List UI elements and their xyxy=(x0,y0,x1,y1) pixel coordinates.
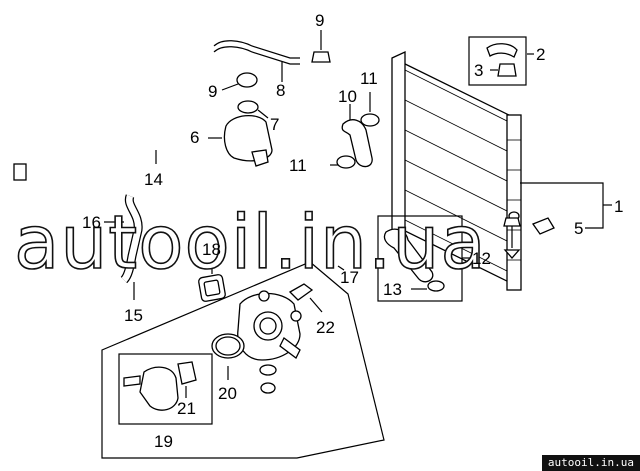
thermostat-kit-box xyxy=(118,353,213,425)
callout-8: 8 xyxy=(276,81,285,100)
callout-6: 6 xyxy=(190,128,199,147)
callout-14: 14 xyxy=(144,170,163,189)
upper-radiator-hose xyxy=(330,92,380,169)
site-footer-badge: autooil.in.ua xyxy=(541,455,640,471)
callout-2: 2 xyxy=(536,45,545,64)
callout-1: 1 xyxy=(614,197,623,216)
callout-10: 10 xyxy=(338,87,357,106)
callout-9-left: 9 xyxy=(208,82,217,101)
small-hose xyxy=(104,194,143,300)
callout-5: 5 xyxy=(574,219,583,238)
callout-15: 15 xyxy=(124,306,143,325)
callout-19: 19 xyxy=(154,432,173,451)
lower-hose-box xyxy=(377,215,470,302)
callout-21: 21 xyxy=(177,399,196,418)
cap-detail-box xyxy=(468,36,534,86)
callout-12: 12 xyxy=(472,249,491,268)
callout-11-top: 11 xyxy=(360,69,378,88)
callout-22: 22 xyxy=(316,318,335,337)
callout-20: 20 xyxy=(218,384,237,403)
callout-13: 13 xyxy=(383,280,402,299)
callout-17: 17 xyxy=(340,268,359,287)
callout-3: 3 xyxy=(474,61,483,80)
callout-16: 16 xyxy=(82,213,101,232)
callout-9-top: 9 xyxy=(315,11,324,30)
gasket xyxy=(198,262,226,302)
radiator xyxy=(391,50,522,291)
callout-7: 7 xyxy=(270,115,279,134)
thermostat-housing xyxy=(237,290,302,394)
heater-hose xyxy=(13,144,269,263)
thermostat-housing-group xyxy=(101,261,385,459)
callout-11-left: 11 xyxy=(289,156,307,175)
watermark-text: autooil.in.ua xyxy=(14,200,487,286)
callout-18: 18 xyxy=(202,240,221,259)
coolant-reservoir xyxy=(208,115,273,167)
bypass-pipe xyxy=(213,40,300,82)
